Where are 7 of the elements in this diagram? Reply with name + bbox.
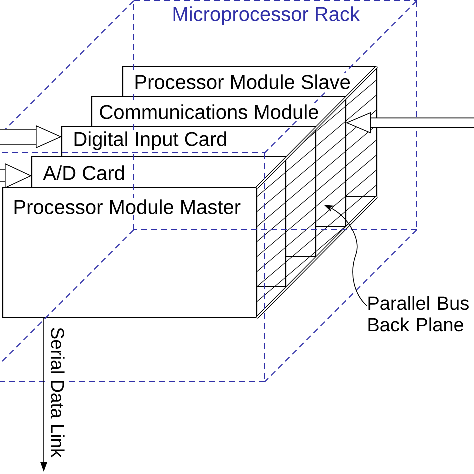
edge-label: Serial Data Link [51,328,65,458]
card: Processor Module Slave [122,66,378,97]
callout-label: Parallel Bus Back Plane [368,296,469,332]
card: A/D Card [31,156,287,188]
card: Communications Module [91,96,347,127]
card: Processor Module Master [2,187,258,319]
card: Digital Input Card [61,126,317,157]
